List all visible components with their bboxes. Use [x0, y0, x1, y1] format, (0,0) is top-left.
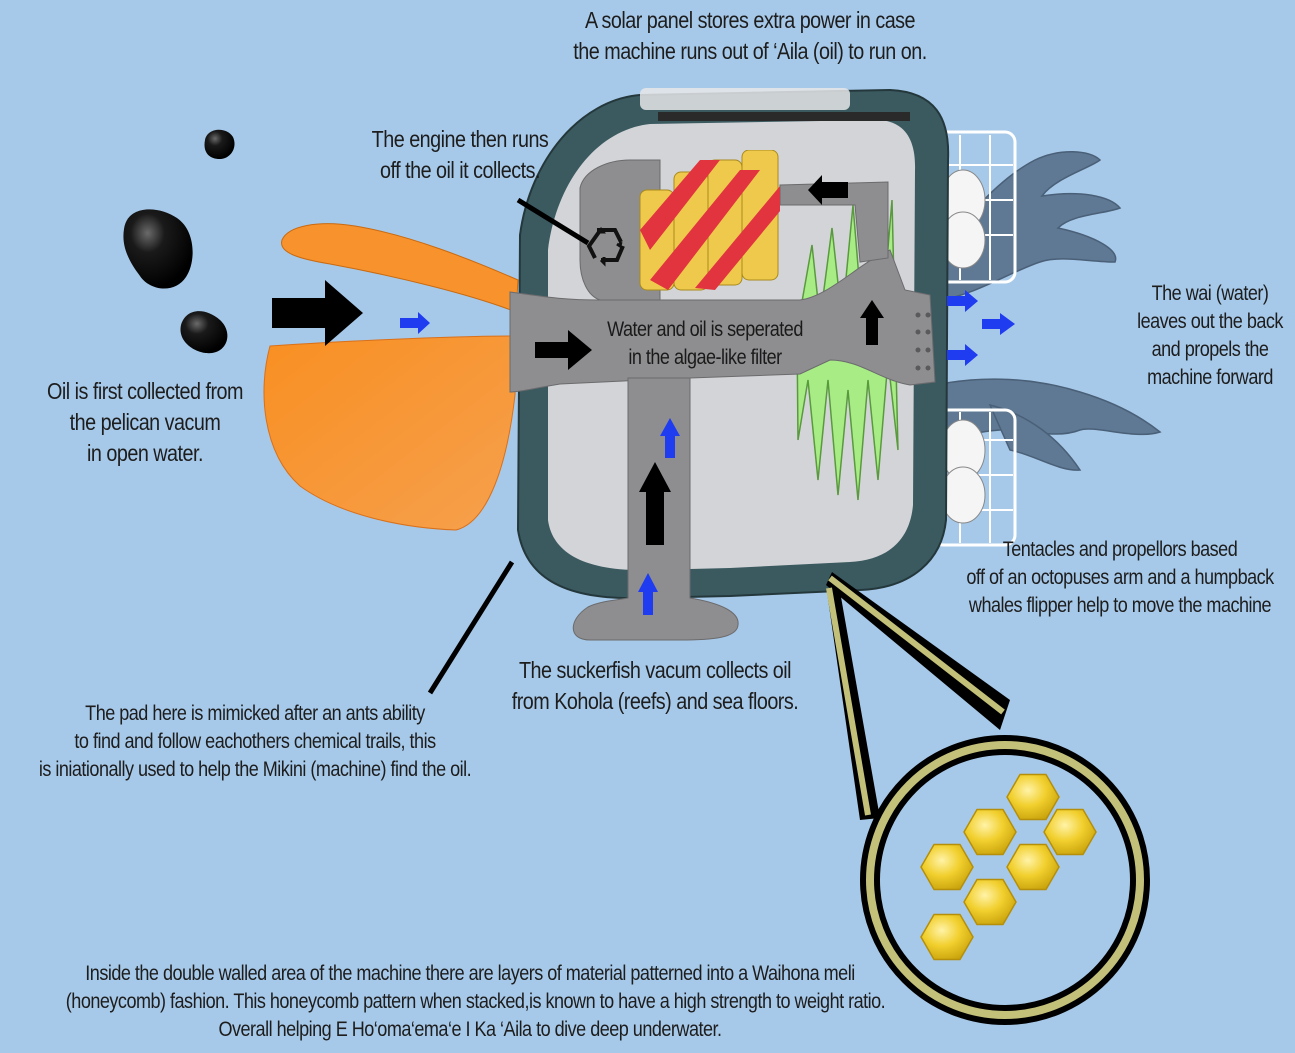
oil-blob-large [123, 209, 192, 288]
label-solar-panel: A solar panel stores extra power in case… [518, 5, 982, 67]
label-honeycomb: Inside the double walled area of the mac… [66, 960, 874, 1044]
beak-lower [264, 336, 516, 530]
honeycomb-callout [826, 572, 1140, 1015]
oil-blob-small [205, 130, 235, 159]
oil-blob-medium [181, 311, 228, 353]
pelican-vacuum [264, 224, 518, 530]
oil-blobs [123, 130, 234, 353]
label-pad: The pad here is mimicked after an ants a… [36, 700, 475, 784]
solar-panel [658, 112, 910, 121]
